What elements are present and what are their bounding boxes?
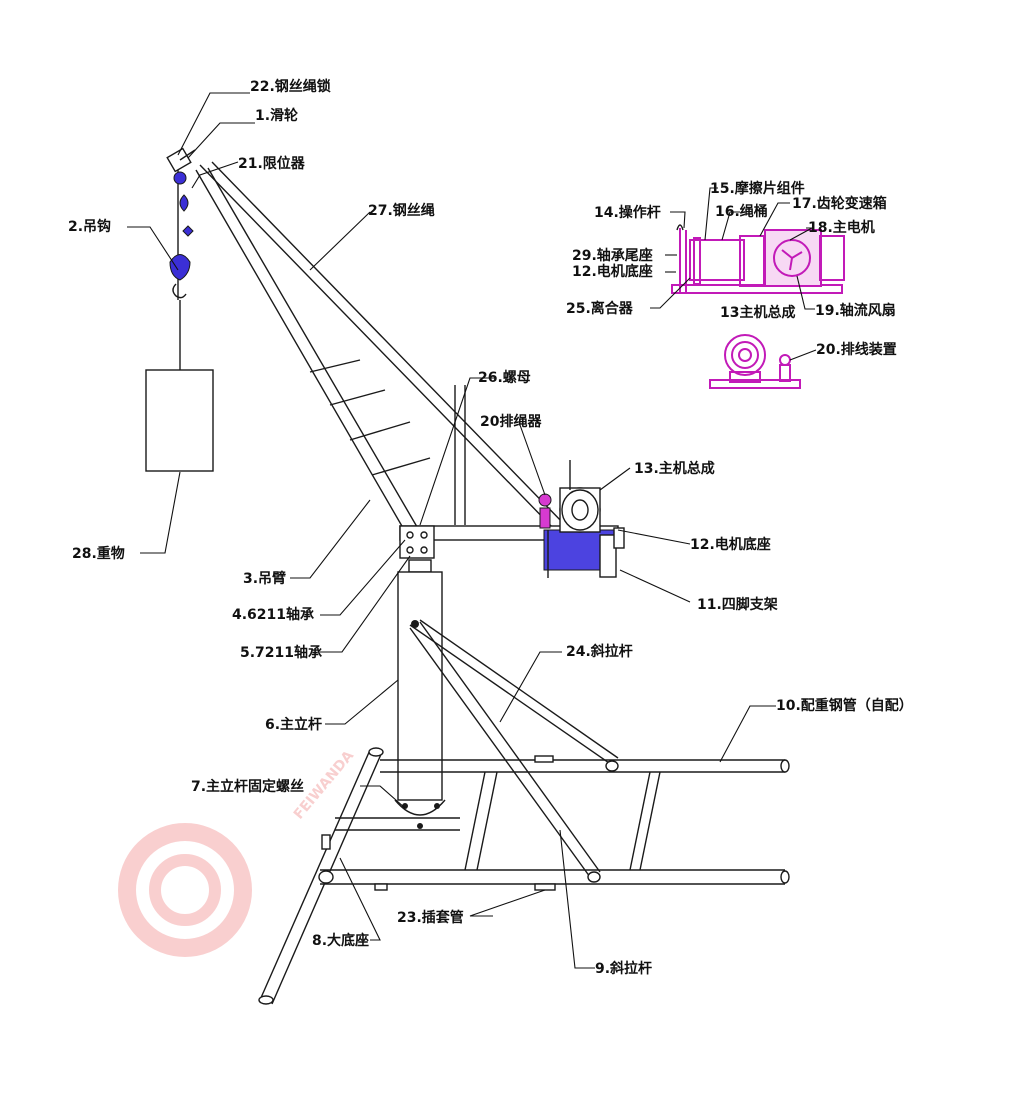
load-weight [145, 369, 214, 472]
label-11: 11.四脚支架 [697, 596, 778, 613]
label-8: 8.大底座 [312, 932, 369, 949]
label-9: 9.斜拉杆 [595, 960, 652, 977]
motor-assembly [671, 224, 845, 294]
label-5: 5.7211轴承 [240, 644, 322, 661]
label-6: 6.主立杆 [265, 716, 322, 733]
label-16: 16.绳桶 [715, 203, 768, 220]
label-1: 1.滑轮 [255, 107, 298, 124]
label-15: 15.摩擦片组件 [710, 180, 805, 197]
label-4: 4.6211轴承 [232, 606, 314, 623]
label-25: 25.离合器 [566, 300, 634, 317]
labels: 22.钢丝绳锁 1.滑轮 21.限位器 27.钢丝绳 2.吊钩 28.重物 26… [68, 78, 913, 977]
label-3: 3.吊臂 [243, 570, 286, 587]
leader-lines [127, 92, 817, 969]
label-17: 17.齿轮变速箱 [792, 195, 887, 212]
label-23: 23.插套管 [397, 909, 464, 926]
label-20a: 20排绳器 [480, 413, 542, 430]
label-29: 29.轴承尾座 [572, 247, 653, 264]
label-20b: 20.排线装置 [816, 341, 897, 358]
label-14: 14.操作杆 [594, 204, 661, 221]
main-mast [394, 559, 446, 829]
base-frame [258, 747, 790, 1005]
hook-assembly [145, 165, 214, 472]
label-10: 10.配重钢管（自配） [776, 697, 913, 714]
label-2: 2.吊钩 [68, 218, 111, 235]
label-21: 21.限位器 [238, 155, 306, 172]
label-7: 7.主立杆固定螺丝 [191, 778, 304, 795]
label-19: 19.轴流风扇 [815, 302, 896, 319]
label-27: 27.钢丝绳 [368, 202, 435, 219]
label-26: 26.螺母 [478, 369, 531, 386]
tower-winch [538, 460, 625, 578]
label-12b: 12.电机底座 [572, 263, 653, 280]
label-28: 28.重物 [72, 545, 125, 562]
label-22: 22.钢丝绳锁 [250, 78, 331, 95]
label-18: 18.主电机 [808, 219, 875, 236]
label-12a: 12.电机底座 [690, 536, 771, 553]
label-13a: 13.主机总成 [634, 460, 715, 477]
label-13b: 13主机总成 [720, 304, 795, 321]
cable-guide-device [709, 334, 801, 389]
label-24: 24.斜拉杆 [566, 643, 633, 660]
